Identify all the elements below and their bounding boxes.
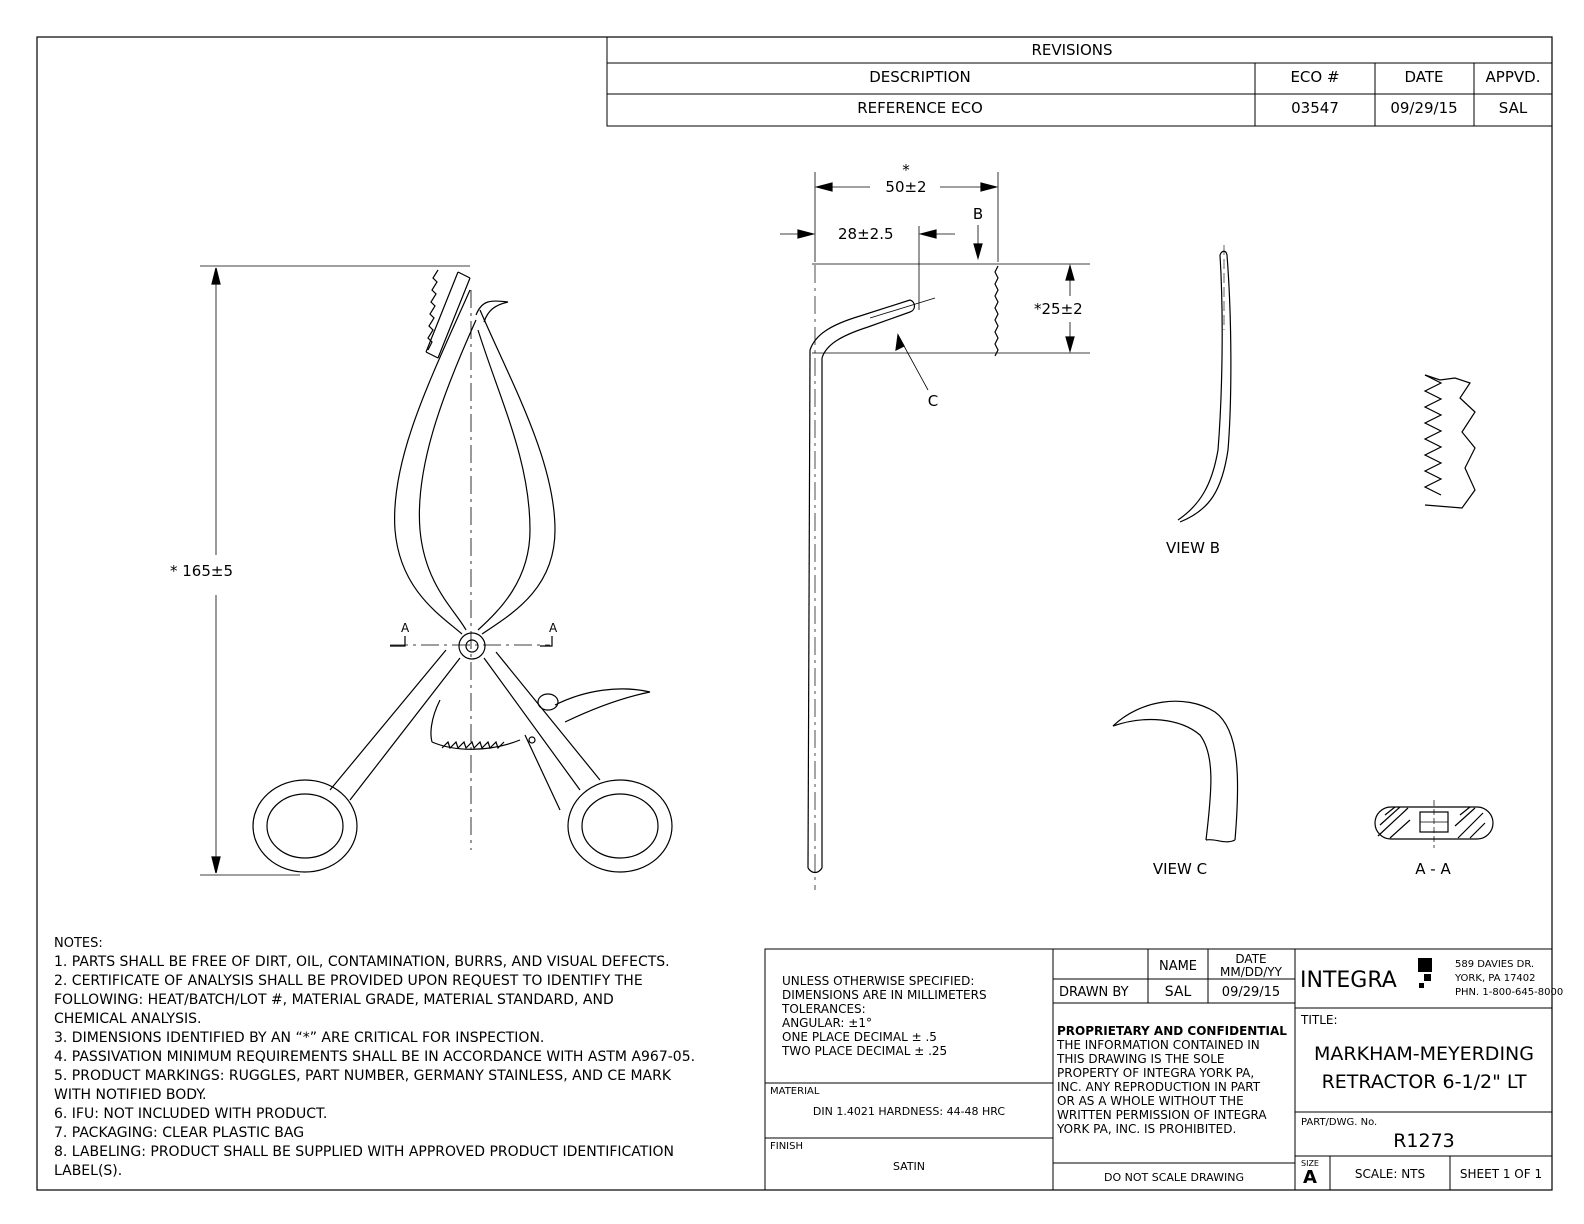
dim-width-star: * (902, 161, 910, 179)
material-value: DIN 1.4021 HARDNESS: 44-48 HRC (812, 1105, 1006, 1118)
company-address-2: YORK, PA 17402 (1455, 973, 1536, 984)
tolerance-line: TWO PLACE DECIMAL ± .25 (782, 1044, 948, 1058)
drawing-title-line-1: MARKHAM-MEYERDING (1314, 1043, 1534, 1065)
blade-teeth-detail (1423, 374, 1476, 509)
proprietary-line: THIS DRAWING IS THE SOLE (1057, 1052, 1225, 1066)
company-name: INTEGRA (1300, 968, 1397, 993)
note-line: 6. IFU: NOT INCLUDED WITH PRODUCT. (54, 1106, 328, 1122)
revisions-header-appvd: APPVD. (1485, 68, 1541, 86)
tolerance-line: TOLERANCES: (782, 1002, 866, 1016)
view-c-label: VIEW C (1152, 860, 1208, 878)
notes-heading: NOTES: (54, 936, 103, 951)
drawing-title-line-2: RETRACTOR 6-1/2" LT (1321, 1071, 1527, 1093)
revisions-header-description: DESCRIPTION (869, 68, 971, 86)
name-header: NAME (1158, 959, 1198, 974)
title-label: TITLE: (1301, 1013, 1338, 1027)
tolerance-line: ANGULAR: ±1° (782, 1016, 872, 1030)
label-view-c-arrow: C (927, 392, 939, 410)
drawn-by-name: SAL (1164, 984, 1192, 1000)
dim-overall-length: * 165±5 (170, 562, 234, 580)
view-b-label: VIEW B (1165, 539, 1221, 557)
section-a-left-label: A (401, 621, 410, 635)
note-line: 5. PRODUCT MARKINGS: RUGGLES, PART NUMBE… (54, 1068, 672, 1084)
finish-label: FINISH (770, 1141, 803, 1152)
note-line: 1. PARTS SHALL BE FREE OF DIRT, OIL, CON… (54, 954, 670, 970)
title-block-lines (764, 948, 1553, 1191)
date-format-header: MM/DD/YY (1220, 965, 1282, 979)
proprietary-line: OR AS A WHOLE WITHOUT THE (1057, 1094, 1244, 1108)
dim-blade-depth: *25±2 (1034, 300, 1083, 318)
integra-logo-mark (1418, 958, 1432, 988)
size-value: A (1303, 1167, 1317, 1188)
note-line: 4. PASSIVATION MINIMUM REQUIREMENTS SHAL… (54, 1049, 696, 1065)
scale-value: SCALE: NTS (1354, 1167, 1426, 1181)
part-number: R1273 (1393, 1130, 1455, 1152)
revisions-header-eco: ECO # (1290, 68, 1340, 86)
revisions-header-date: DATE (1404, 68, 1444, 86)
size-label: SIZE (1301, 1159, 1319, 1168)
material-label: MATERIAL (770, 1086, 820, 1097)
label-view-b-arrow: B (972, 205, 984, 223)
revision-row-date: 09/29/15 (1390, 99, 1458, 117)
revision-row-appvd: SAL (1498, 99, 1528, 117)
proprietary-line: YORK PA, INC. IS PROHIBITED. (1057, 1122, 1237, 1136)
section-aa-geometry (1374, 800, 1494, 848)
view-b-geometry (1177, 245, 1232, 523)
retractor-side-view (780, 172, 1090, 890)
dim-blade-offset: 28±2.5 (838, 225, 894, 243)
tolerance-line: UNLESS OTHERWISE SPECIFIED: (782, 974, 975, 988)
company-phone: PHN. 1-800-645-8000 (1455, 987, 1564, 998)
proprietary-line: THE INFORMATION CONTAINED IN (1057, 1038, 1260, 1052)
proprietary-line: WRITTEN PERMISSION OF INTEGRA (1057, 1108, 1267, 1122)
note-line: FOLLOWING: HEAT/BATCH/LOT #, MATERIAL GR… (54, 992, 614, 1008)
drawn-by-label: DRAWN BY (1059, 985, 1129, 1000)
retractor-front-view (200, 265, 673, 876)
part-number-label: PART/DWG. No. (1301, 1117, 1378, 1128)
section-aa-label: A - A (1415, 860, 1451, 878)
note-line: 3. DIMENSIONS IDENTIFIED BY AN “*” ARE C… (54, 1030, 545, 1046)
note-line: 2. CERTIFICATE OF ANALYSIS SHALL BE PROV… (54, 973, 643, 989)
section-a-right-label: A (549, 621, 558, 635)
revisions-table-lines (606, 36, 1553, 127)
note-line: 7. PACKAGING: CLEAR PLASTIC BAG (54, 1125, 305, 1141)
dim-width: 50±2 (885, 178, 927, 196)
note-line: LABEL(S). (54, 1163, 123, 1179)
tolerance-line: DIMENSIONS ARE IN MILLIMETERS (782, 988, 987, 1002)
tolerance-line: ONE PLACE DECIMAL ± .5 (782, 1030, 937, 1044)
revision-row-eco: 03547 (1291, 99, 1339, 117)
view-c-geometry (1112, 700, 1239, 843)
proprietary-line: INC. ANY REPRODUCTION IN PART (1057, 1080, 1261, 1094)
revision-row-description: REFERENCE ECO (857, 99, 983, 117)
note-line: 8. LABELING: PRODUCT SHALL BE SUPPLIED W… (54, 1144, 674, 1160)
date-header: DATE (1235, 952, 1267, 966)
finish-value: SATIN (892, 1160, 926, 1173)
drawn-by-date: 09/29/15 (1221, 985, 1281, 1000)
do-not-scale-note: DO NOT SCALE DRAWING (1104, 1171, 1244, 1184)
company-address-1: 589 DAVIES DR. (1455, 959, 1535, 970)
proprietary-heading: PROPRIETARY AND CONFIDENTIAL (1057, 1024, 1287, 1038)
note-line: WITH NOTIFIED BODY. (54, 1087, 207, 1103)
note-line: CHEMICAL ANALYSIS. (54, 1011, 202, 1027)
revisions-title: REVISIONS (1031, 41, 1113, 59)
sheet-number: SHEET 1 OF 1 (1459, 1167, 1543, 1181)
proprietary-line: PROPERTY OF INTEGRA YORK PA, (1057, 1066, 1255, 1080)
